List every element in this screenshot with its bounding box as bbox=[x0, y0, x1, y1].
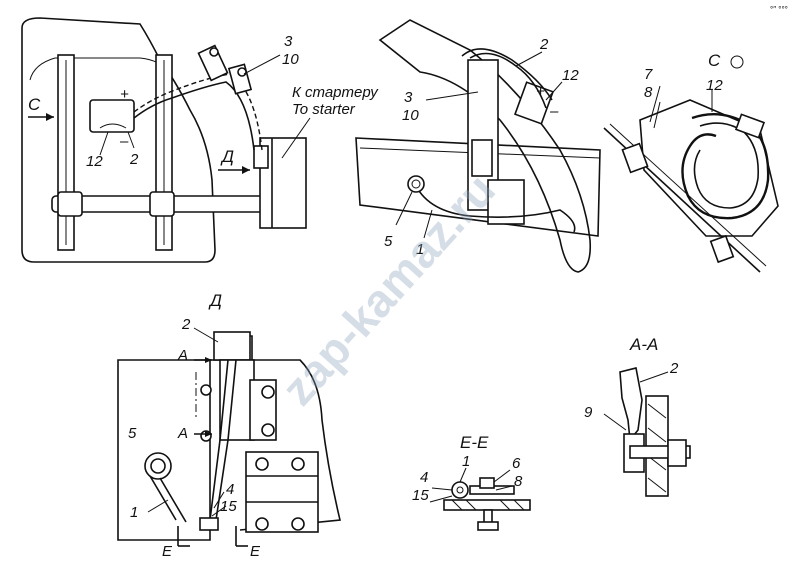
section-e-left: E bbox=[162, 543, 173, 560]
section-e-e: E-E 1 4 15 6 8 bbox=[412, 433, 531, 531]
callout-15: 15 bbox=[220, 498, 237, 515]
terminal bbox=[199, 517, 219, 531]
callout-3: 3 bbox=[284, 33, 293, 50]
view-c-title: C bbox=[708, 51, 721, 70]
bolt bbox=[200, 384, 305, 531]
bracket bbox=[619, 367, 643, 443]
view-d-title: Д bbox=[208, 291, 222, 310]
callout-2: 2 bbox=[539, 36, 549, 53]
clip bbox=[451, 481, 469, 499]
corner-mark: °″ °°° bbox=[770, 5, 788, 14]
callout-1: 1 bbox=[130, 504, 138, 521]
callout-8: 8 bbox=[644, 84, 653, 101]
section-a-top: A bbox=[177, 347, 188, 364]
section-e-right: E bbox=[250, 543, 261, 560]
callout-15: 15 bbox=[412, 487, 429, 504]
callout-2: 2 bbox=[669, 360, 679, 377]
callout-12: 12 bbox=[562, 67, 579, 84]
callout-5: 5 bbox=[384, 233, 393, 250]
engine-housing-outline bbox=[21, 17, 216, 263]
sensor-unit bbox=[89, 99, 135, 133]
callout-5: 5 bbox=[128, 425, 137, 442]
view-d-label: Д bbox=[220, 147, 234, 166]
callout-7: 7 bbox=[644, 66, 653, 83]
callout-1: 1 bbox=[462, 453, 470, 470]
callout-8: 8 bbox=[514, 473, 523, 490]
wire bbox=[461, 48, 553, 101]
main-right-view: 2 12 3 10 5 1 + – bbox=[355, 19, 601, 273]
clamp bbox=[227, 63, 253, 95]
callout-2: 2 bbox=[129, 151, 139, 168]
callout-9: 9 bbox=[584, 404, 593, 421]
view-c-marker bbox=[730, 55, 744, 69]
section-a-a: A-A 2 9 bbox=[584, 335, 691, 497]
callout-6: 6 bbox=[512, 455, 521, 472]
callout-12: 12 bbox=[706, 77, 723, 94]
bracket-arm bbox=[378, 19, 592, 273]
view-d: Д 2 A A 5 1 4 15 E E bbox=[117, 291, 341, 560]
callout-2: 2 bbox=[181, 316, 191, 333]
frame-rail bbox=[355, 137, 601, 237]
section-a-bottom: A bbox=[177, 425, 188, 442]
bracket-top bbox=[213, 331, 251, 361]
callout-1: 1 bbox=[416, 241, 424, 258]
callout-10: 10 bbox=[282, 51, 299, 68]
section-a-a-title: A-A bbox=[629, 335, 658, 354]
grommet bbox=[407, 175, 425, 193]
minus-sign: – bbox=[119, 133, 129, 150]
callout-3: 3 bbox=[404, 89, 413, 106]
frame-panel bbox=[117, 359, 211, 541]
sensor-unit bbox=[514, 81, 554, 125]
starter-label-en: To starter bbox=[292, 101, 356, 118]
view-c-label: C bbox=[28, 95, 41, 114]
starter-label-ru: К стартеру bbox=[292, 84, 379, 101]
wire bbox=[209, 359, 229, 521]
callout-4: 4 bbox=[420, 469, 428, 486]
callout-4: 4 bbox=[226, 481, 234, 498]
minus-sign: – bbox=[549, 103, 559, 120]
plus-sign: + bbox=[120, 86, 129, 103]
clamp bbox=[197, 44, 229, 82]
nut bbox=[479, 477, 495, 489]
callout-12: 12 bbox=[86, 153, 103, 170]
view-c: C 7 8 12 bbox=[603, 51, 779, 273]
callout-10: 10 bbox=[402, 107, 419, 124]
main-left-view: 3 10 12 2 + – C Д К стартеру To starter bbox=[21, 17, 379, 263]
plus-sign: + bbox=[536, 83, 545, 100]
section-e-e-title: E-E bbox=[460, 433, 489, 452]
